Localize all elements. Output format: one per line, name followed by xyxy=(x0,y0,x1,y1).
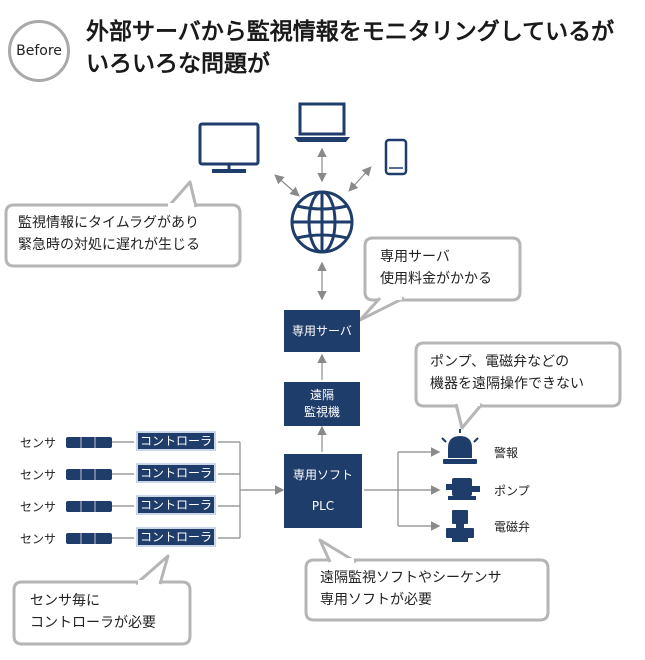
controller-box: コントローラ xyxy=(136,431,216,451)
callout-controller: センサ毎に コントローラが必要 xyxy=(30,590,156,634)
callout-server-cost-shape xyxy=(358,236,522,322)
callout-timelag-shape xyxy=(4,180,242,268)
sensor-label: センサ xyxy=(20,500,57,514)
callout-controller-shape xyxy=(12,554,192,646)
callout-software: 遠隔監視ソフトやシーケンサ 専用ソフトが必要 xyxy=(320,567,502,611)
page-title: 外部サーバから監視情報をモニタリングしているが いろいろな問題が xyxy=(86,16,636,80)
callout-controller-line-2: コントローラが必要 xyxy=(30,615,156,631)
solenoid-valve-icon xyxy=(446,510,474,542)
alarm-light-icon xyxy=(441,429,479,464)
callout-server-cost: 専用サーバ 使用料金がかかる xyxy=(380,246,492,290)
callout-server-cost-line-2: 使用料金がかかる xyxy=(380,271,492,287)
output-label-alarm: 警報 xyxy=(494,446,519,460)
dedicated-server-box: 専用サーバ xyxy=(284,310,360,352)
callout-timelag-line-2: 緊急時の対処に遅れが生じる xyxy=(18,237,200,253)
smartphone-icon xyxy=(384,138,408,176)
output-label-valve: 電磁弁 xyxy=(494,520,531,534)
remote-monitor-label-2: 監視機 xyxy=(303,405,340,419)
remote-monitor-label-1: 遠隔 xyxy=(309,388,334,402)
callout-remote-op: ポンプ、電磁弁などの 機器を遠隔操作できない xyxy=(430,351,584,395)
callout-remote-op-line-2: 機器を遠隔操作できない xyxy=(430,376,584,392)
controller-box: コントローラ xyxy=(136,527,216,547)
monitor-icon xyxy=(198,122,260,173)
callout-server-cost-line-1: 専用サーバ xyxy=(380,249,450,265)
callout-software-line-2: 専用ソフトが必要 xyxy=(320,592,432,608)
callout-remote-op-shape xyxy=(414,341,622,430)
sensor-label: センサ xyxy=(20,468,57,482)
callout-software-line-1: 遠隔監視ソフトやシーケンサ xyxy=(320,570,502,586)
sensor-label: センサ xyxy=(20,436,57,450)
callout-timelag-line-1: 監視情報にタイムラグがあり xyxy=(18,215,200,231)
title-line-2: いろいろな問題が xyxy=(86,51,270,77)
plc-box: 専用ソフト PLC xyxy=(284,454,362,528)
laptop-icon xyxy=(294,102,350,142)
callout-software-shape xyxy=(304,538,550,622)
title-line-1: 外部サーバから監視情報をモニタリングしているが xyxy=(86,19,615,45)
plc-label: PLC xyxy=(311,499,335,513)
controller-box: コントローラ xyxy=(136,495,216,515)
globe-icon xyxy=(290,190,354,254)
remote-monitor-box: 遠隔 監視機 xyxy=(284,382,360,426)
controller-box: コントローラ xyxy=(136,463,216,483)
output-label-pump: ポンプ xyxy=(494,484,530,498)
before-badge: Before xyxy=(8,20,70,82)
software-label: 専用ソフト xyxy=(292,468,353,482)
dedicated-server-label: 専用サーバ xyxy=(292,323,352,338)
sensor-icon xyxy=(66,437,112,544)
pump-icon xyxy=(446,478,480,500)
callout-timelag: 監視情報にタイムラグがあり 緊急時の対処に遅れが生じる xyxy=(18,212,200,256)
callout-controller-line-1: センサ毎に xyxy=(30,593,100,609)
sensor-label: センサ xyxy=(20,532,57,546)
callout-remote-op-line-1: ポンプ、電磁弁などの xyxy=(430,354,570,370)
